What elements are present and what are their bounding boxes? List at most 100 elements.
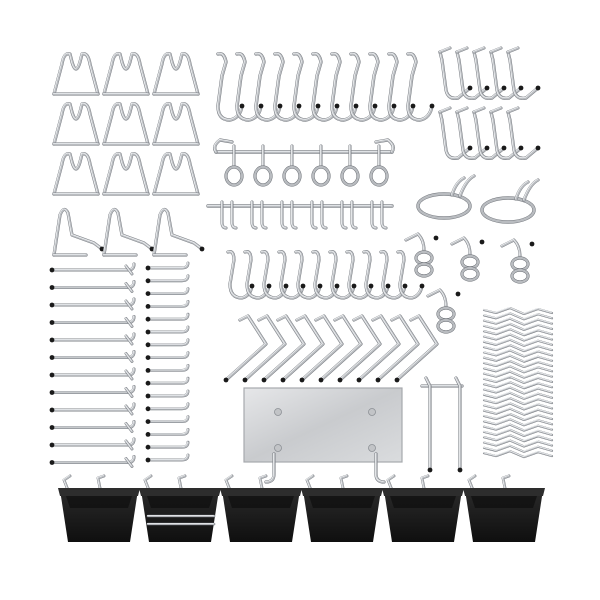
zigzag-clip [482,370,554,379]
double-rings-bar-group [213,138,395,187]
loop-hook [102,102,150,146]
straight-peg-bend [124,457,134,468]
zigzag-clip [482,312,554,321]
storage-bin [301,474,383,542]
angled-loop-hook-base [102,253,138,257]
short-straight-peg [145,351,190,360]
angled-hook [356,314,401,383]
zigzag-clip [482,434,554,443]
small-j-hook [506,106,541,160]
short-straight-peg [145,261,190,271]
small-j-hook [472,106,507,160]
short-straight-peg [145,300,190,309]
ring-stem [261,144,265,168]
short-straight-peg [145,274,190,284]
ring-bar-end-left [213,138,234,154]
storage-bin [220,474,302,542]
straight-peg [49,262,136,276]
angled-hook [318,314,363,383]
double-prong-top [420,384,464,388]
large-j-hook [235,51,264,122]
short-straight-peg [145,428,190,437]
large-j-hook [406,51,435,122]
ring-stem [290,144,294,168]
short-straight-peg [145,453,190,463]
short-straight-peg [145,376,190,386]
loop-hook-base [52,92,100,96]
zigzag-clip [482,365,554,374]
prong-bar-rail [206,204,394,208]
bin-rim [301,488,383,496]
zigzag-clip [482,418,554,427]
straight-peg [49,367,136,381]
eye-hook [450,236,485,282]
loop-hook-base [152,92,200,96]
zigzag-clip [482,333,554,342]
small-j-hook-top [489,46,503,54]
ring-stem [348,144,352,168]
zigzag-clip [482,391,554,400]
double-prong-leg [424,376,432,472]
loop-hook [152,152,200,196]
zigzag-clip [482,328,554,337]
zigzag-clip [482,354,554,363]
ring-bar-end-right [374,138,395,154]
straight-peg-bend [124,299,134,311]
angled-hook [337,314,382,383]
eye-hook [426,288,461,334]
angled-hook [394,314,439,383]
bin-hook [467,474,477,492]
straight-peg-bend [124,334,134,346]
zigzag-clip [482,344,554,353]
middle-j-hook [396,250,425,300]
bin-hook [62,474,72,492]
angled-hook [299,314,344,383]
ring-stem [232,144,236,168]
loop-hook-base [102,142,150,146]
zigzag-clip [482,412,554,422]
small-j-hook [455,46,490,100]
storage-bin [382,474,464,542]
small-j-hook [506,46,541,100]
zigzag-clip [482,439,554,448]
prong [250,200,258,230]
small-j-hook-top [506,106,520,114]
zigzag-clip [482,306,554,316]
angled-loop-hook [102,207,155,257]
hanger-plate [243,387,403,463]
hanger-plate-group [243,387,403,484]
plate-rivet [368,444,376,452]
prong [320,200,328,230]
straight-peg [49,280,136,293]
small-j-hook-top [455,46,469,54]
straight-peg-bend [124,352,134,363]
zigzag-clip [482,359,554,369]
bin-rim [220,488,302,496]
bin-hook [339,474,349,490]
straight-peg-bend [124,404,134,416]
angled-hook [223,314,268,383]
straight-peg [49,332,136,346]
zigzag-clip [482,338,554,347]
loop-hook-base [52,192,100,196]
ring-loop [253,144,273,187]
straight-peg-bend [124,317,134,328]
small-j-hook [472,46,507,100]
angled-loop-hook-base [52,253,88,257]
short-straight-peg [145,312,190,322]
large-j-hook [216,51,245,122]
zigzag-clip [482,317,554,326]
ring-holder [480,178,540,224]
straight-peg [49,402,136,416]
ring-stem [319,144,323,168]
zigzag-clip [482,322,554,331]
short-straight-peg [145,415,190,424]
short-straight-peg [145,440,190,450]
small-j-hook [489,106,524,160]
straight-peg [49,350,136,363]
eye-hook [500,238,535,284]
straight-peg-bend [124,264,134,276]
double-prong-hook [420,376,464,473]
